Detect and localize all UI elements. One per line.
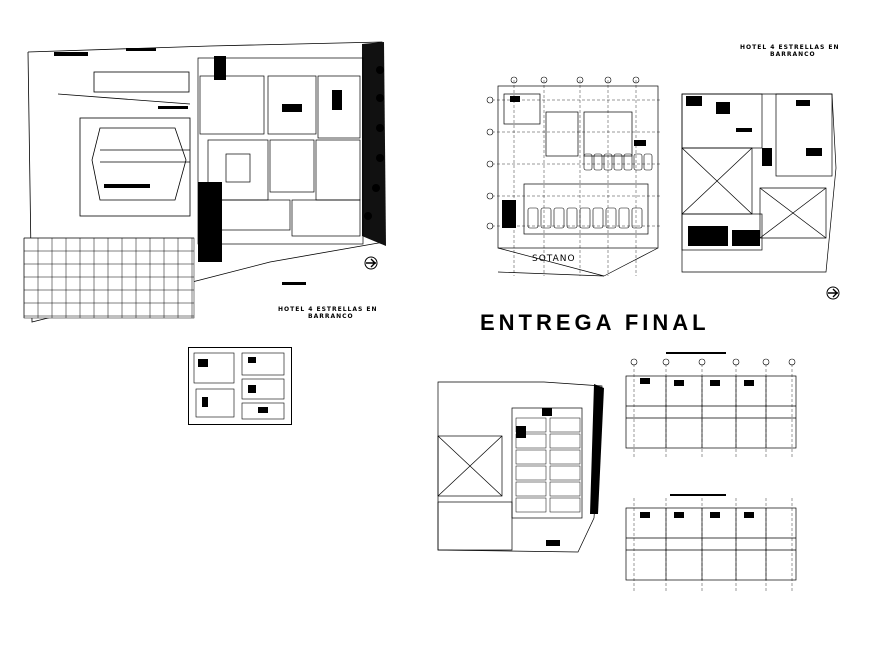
north-arrow-icon (826, 286, 840, 300)
typical-floor-plan-2 (625, 494, 797, 592)
basement-label: SOTANO (532, 254, 576, 264)
north-arrow-icon (364, 256, 378, 270)
typical-floor-plan-1 (625, 352, 797, 458)
ground-floor-plan-drawing (681, 93, 837, 273)
basement-plan-drawing (486, 76, 662, 277)
site-plan-title: HOTEL 4 ESTRELLAS EN BARRANCO (278, 306, 378, 320)
thumbnail-sheet (188, 347, 292, 425)
hotel-title-top-right: HOTEL 4 ESTRELLAS EN BARRANCO (740, 44, 840, 58)
upper-floor-plan-drawing (437, 381, 604, 553)
sheet-title: ENTREGA FINAL (480, 310, 710, 335)
